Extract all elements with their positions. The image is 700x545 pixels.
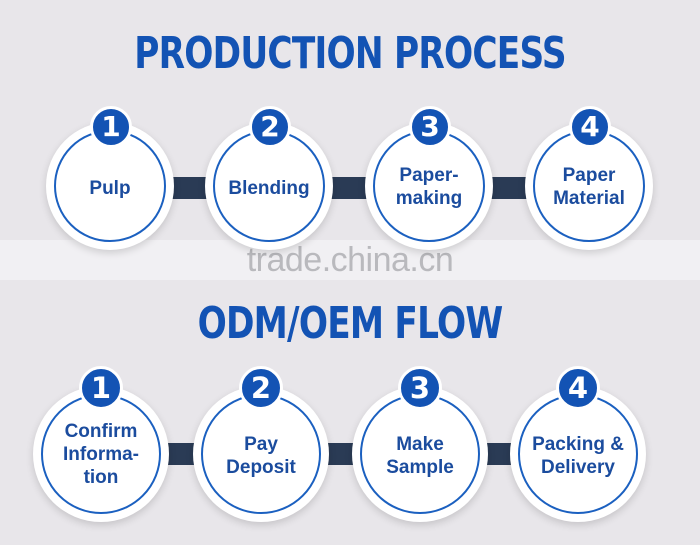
step-number-badge: 4 <box>569 106 611 148</box>
odm-oem-flow-title: ODM/OEM FLOW <box>197 298 504 349</box>
step-label: Make Sample <box>386 434 454 478</box>
process-step-2: Blending 2 <box>205 106 333 278</box>
step-label: Pay Deposit <box>226 434 296 478</box>
step-number-badge: 3 <box>398 366 442 410</box>
process-step-1: Pulp 1 <box>46 106 174 278</box>
step-label: Pulp <box>89 178 131 199</box>
step-number-badge: 1 <box>90 106 132 148</box>
step-label: Paper- making <box>395 165 463 209</box>
flow-step-4: Packing & Delivery 4 <box>510 366 646 542</box>
step-label: Confirm Informa- tion <box>63 421 139 488</box>
production-process-title: PRODUCTION PROCESS <box>134 28 566 79</box>
flow-step-1: Confirm Informa- tion 1 <box>33 366 169 542</box>
flow-step-2: Pay Deposit 2 <box>193 366 329 542</box>
step-number-badge: 3 <box>409 106 451 148</box>
step-ring <box>41 394 161 514</box>
step-ring <box>54 130 166 242</box>
step-label: Packing & Delivery <box>532 434 624 478</box>
step-number-badge: 2 <box>239 366 283 410</box>
flow-step-3: Make Sample 3 <box>352 366 488 542</box>
step-ring <box>201 394 321 514</box>
step-label: Paper Material <box>553 165 625 209</box>
step-number-badge: 2 <box>249 106 291 148</box>
process-step-4: Paper Material 4 <box>525 106 653 278</box>
process-step-3: Paper- making 3 <box>365 106 493 278</box>
step-ring <box>373 130 485 242</box>
step-ring <box>360 394 480 514</box>
step-number-badge: 1 <box>79 366 123 410</box>
step-ring <box>518 394 638 514</box>
step-label: Blending <box>228 178 310 199</box>
step-ring <box>533 130 645 242</box>
step-number-badge: 4 <box>556 366 600 410</box>
